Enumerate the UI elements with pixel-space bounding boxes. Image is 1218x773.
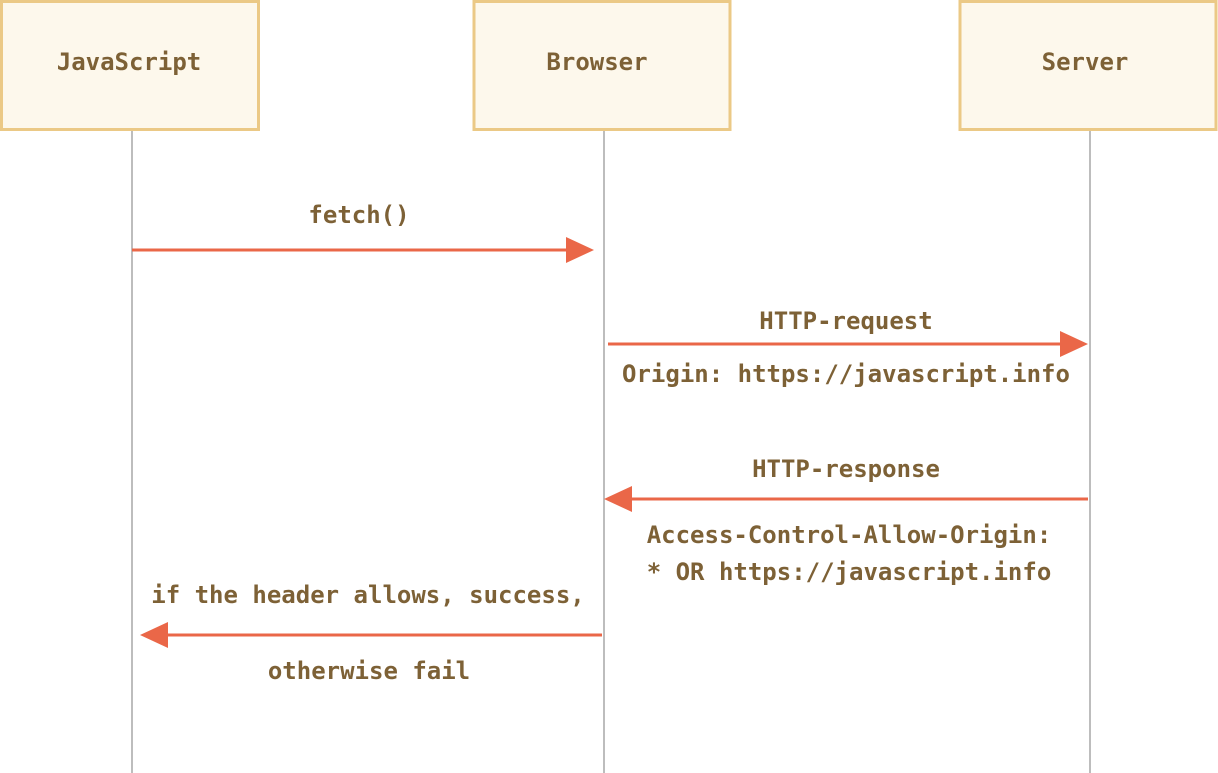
actor-label-browser: Browser [546, 48, 647, 76]
message-http-request: HTTP-request Origin: https://javascript.… [608, 307, 1088, 388]
arrow-fetch-head [566, 237, 594, 263]
message-label-fetch: fetch() [308, 201, 409, 229]
actor-box-server [958, 0, 1218, 131]
actor-box-browser [472, 0, 732, 131]
message-fetch: fetch() [132, 201, 594, 263]
actor-javascript: JavaScript [0, 0, 260, 131]
actor-label-javascript: JavaScript [57, 48, 202, 76]
message-result: if the header allows, success, otherwise… [140, 581, 602, 685]
result-label-line1: if the header allows, success, [151, 581, 584, 609]
actor-label-server: Server [1042, 48, 1129, 76]
actor-server: Server [958, 0, 1218, 131]
acao-header-label-line2: * OR https://javascript.info [647, 558, 1052, 586]
actor-browser: Browser [472, 0, 732, 131]
arrow-result-head [140, 622, 168, 648]
message-http-response: HTTP-response Access-Control-Allow-Origi… [604, 455, 1088, 586]
message-label-http-request: HTTP-request [759, 307, 932, 335]
arrow-http-request-head [1060, 331, 1088, 357]
arrow-http-response-head [604, 486, 632, 512]
origin-header-label: Origin: https://javascript.info [622, 360, 1070, 388]
acao-header-label-line1: Access-Control-Allow-Origin: [647, 521, 1052, 549]
actor-box-javascript [0, 0, 260, 131]
message-label-http-response: HTTP-response [752, 455, 940, 483]
result-label-line2: otherwise fail [268, 657, 470, 685]
